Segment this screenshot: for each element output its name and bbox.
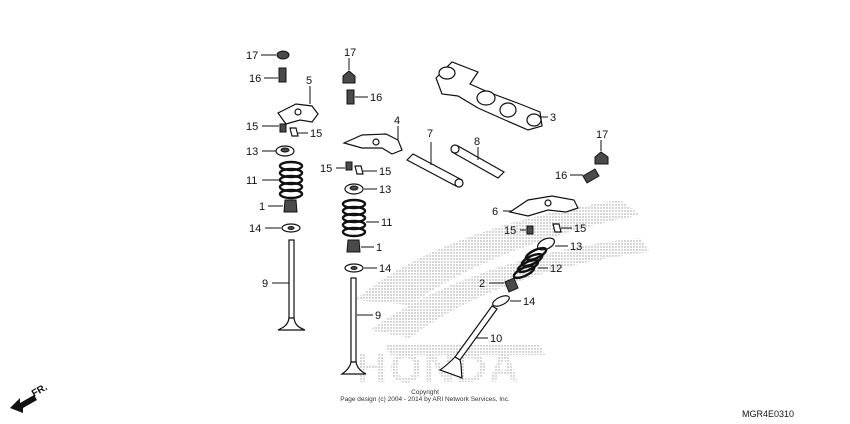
copyright-label: Copyright xyxy=(411,389,439,396)
lock-nut-17-right xyxy=(594,151,609,165)
callout-14-mid: 14 xyxy=(379,263,391,275)
callout-13-left: 13 xyxy=(246,146,258,158)
spring-seat-14-left xyxy=(281,223,301,233)
stem-seal-1-mid xyxy=(346,239,361,253)
callout-9-mid: 9 xyxy=(375,310,381,322)
intake-valve-9-mid xyxy=(340,277,367,375)
exhaust-valve-10 xyxy=(438,305,498,379)
rocker-arm-shaft-8 xyxy=(450,144,505,179)
callout-17-mid: 17 xyxy=(344,47,356,59)
spring-seat-14-right xyxy=(492,295,510,307)
valve-spring-12 xyxy=(512,246,548,280)
callout-15-mid-b: 15 xyxy=(379,166,391,178)
adjusting-screw-16-mid xyxy=(346,89,355,105)
spring-retainer-13-left xyxy=(275,145,295,157)
spring-retainer-13-mid xyxy=(344,183,364,195)
diagram-code: MGR4E0310 xyxy=(742,409,794,419)
intake-valve-9-left xyxy=(277,239,306,331)
callout-17-right: 17 xyxy=(596,129,608,141)
copyright-notice: Page design (c) 2004 - 2014 by ARI Netwo… xyxy=(340,396,510,403)
rocker-arm-shaft-7 xyxy=(406,153,464,188)
callout-16-mid: 16 xyxy=(370,92,382,104)
callout-12: 12 xyxy=(550,263,562,275)
lock-nut-17-mid xyxy=(342,70,356,84)
callout-15-mid-a: 15 xyxy=(320,163,332,175)
spring-seat-14-mid xyxy=(344,263,364,273)
cotter-15-left xyxy=(279,123,299,137)
callout-17-left: 17 xyxy=(246,50,258,62)
callout-15-right-a: 15 xyxy=(504,225,516,237)
front-direction-label: FR. xyxy=(30,382,50,400)
callout-6: 6 xyxy=(492,206,498,218)
callout-5: 5 xyxy=(306,75,312,87)
front-direction-arrow-icon xyxy=(10,395,37,413)
adjusting-screw-16-right xyxy=(582,168,600,184)
callout-11-left: 11 xyxy=(246,175,257,187)
valve-spring-11-mid xyxy=(341,198,367,238)
callout-1-left: 1 xyxy=(259,201,265,213)
camshaft xyxy=(435,61,543,131)
callout-14-right: 14 xyxy=(523,296,535,308)
rocker-arm-4 xyxy=(342,133,403,155)
callout-13-mid: 13 xyxy=(379,184,391,196)
callout-11-mid: 11 xyxy=(381,217,392,229)
callout-16-left: 16 xyxy=(249,73,261,85)
adjusting-screw-16-left xyxy=(278,67,287,83)
lock-nut-17-left xyxy=(276,50,290,60)
rocker-arm-6 xyxy=(508,195,579,217)
callout-9-left: 9 xyxy=(262,278,268,290)
honda-watermark-text: HONDA xyxy=(357,344,521,391)
callout-4: 4 xyxy=(394,115,400,127)
rocker-arm-5 xyxy=(277,103,319,125)
callout-15-left-a: 15 xyxy=(246,121,258,133)
callout-10: 10 xyxy=(490,333,502,345)
cotter-15-right xyxy=(526,223,562,235)
cotter-15-mid xyxy=(345,161,364,175)
callout-3: 3 xyxy=(550,112,556,124)
callout-2: 2 xyxy=(479,278,485,290)
callout-15-left-b: 15 xyxy=(310,128,322,140)
callout-7: 7 xyxy=(427,128,433,140)
stem-seal-2 xyxy=(504,277,519,293)
honda-wing-watermark xyxy=(355,200,650,355)
callout-8: 8 xyxy=(474,136,480,148)
callout-16-right: 16 xyxy=(555,170,567,182)
callout-14-left: 14 xyxy=(249,223,261,235)
stem-seal-1-left xyxy=(283,199,298,213)
valve-spring-11-left xyxy=(278,160,304,200)
callout-1-mid: 1 xyxy=(376,242,382,254)
callout-13-right: 13 xyxy=(570,241,582,253)
callout-15-right-b: 15 xyxy=(574,223,586,235)
